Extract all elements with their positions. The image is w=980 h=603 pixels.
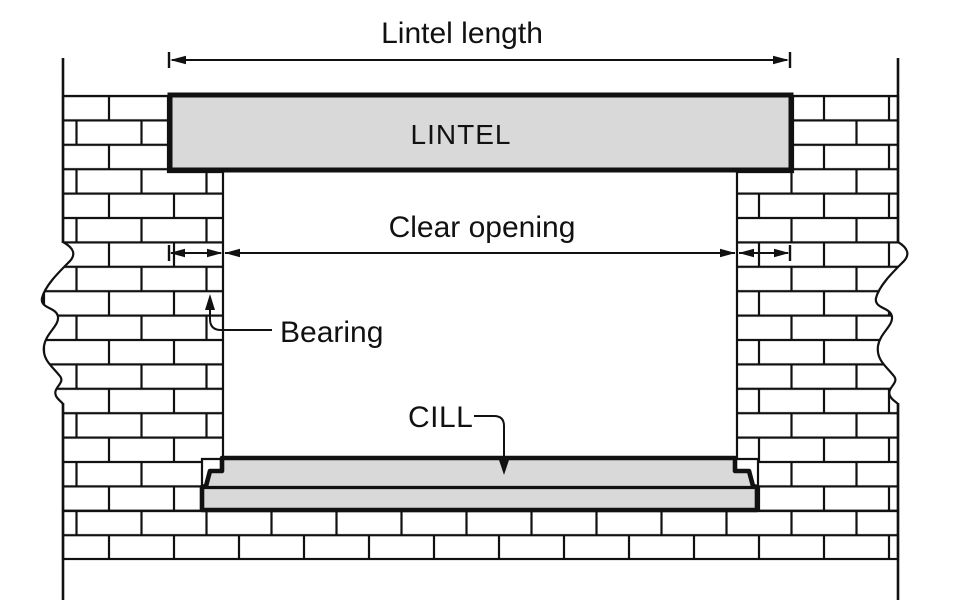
- lintel-length-dimension: [167, 52, 792, 68]
- bearing-dimension-right: [738, 245, 792, 261]
- arrowhead-right-icon: [774, 248, 790, 258]
- arrowhead-left-icon: [224, 248, 240, 258]
- outer-wall-lines: [61, 58, 900, 600]
- left-wall-brickwork: [40, 94, 225, 513]
- cill-label: CILL: [408, 401, 473, 434]
- leader-line: [474, 415, 505, 460]
- clear-opening-label: Clear opening: [389, 211, 576, 244]
- arrowhead-left-icon: [738, 248, 754, 258]
- brick-courses-below-cill: [61, 509, 900, 561]
- cill-leader: [474, 415, 509, 475]
- cill-body: [199, 455, 760, 513]
- arrowhead-right-icon: [720, 248, 736, 258]
- arrowhead-down-icon: [499, 460, 509, 475]
- bearing-leader: [205, 294, 272, 331]
- bearing-label: Bearing: [280, 316, 383, 349]
- lintel-length-label: Lintel length: [381, 17, 543, 50]
- bearing-dimension-left: [167, 245, 223, 261]
- cill: [199, 455, 760, 513]
- arrowhead-up-icon: [205, 294, 215, 310]
- arrowhead-left-icon: [169, 248, 185, 258]
- arrowhead-left-icon: [170, 55, 186, 65]
- right-wall-brickwork: [735, 94, 909, 513]
- arrowhead-right-icon: [207, 248, 223, 258]
- clear-opening-dimension: [224, 248, 736, 258]
- lintel-body: [167, 92, 794, 173]
- leader-line: [209, 310, 272, 331]
- lintel-label: LINTEL: [411, 119, 512, 150]
- arrowhead-right-icon: [773, 55, 789, 65]
